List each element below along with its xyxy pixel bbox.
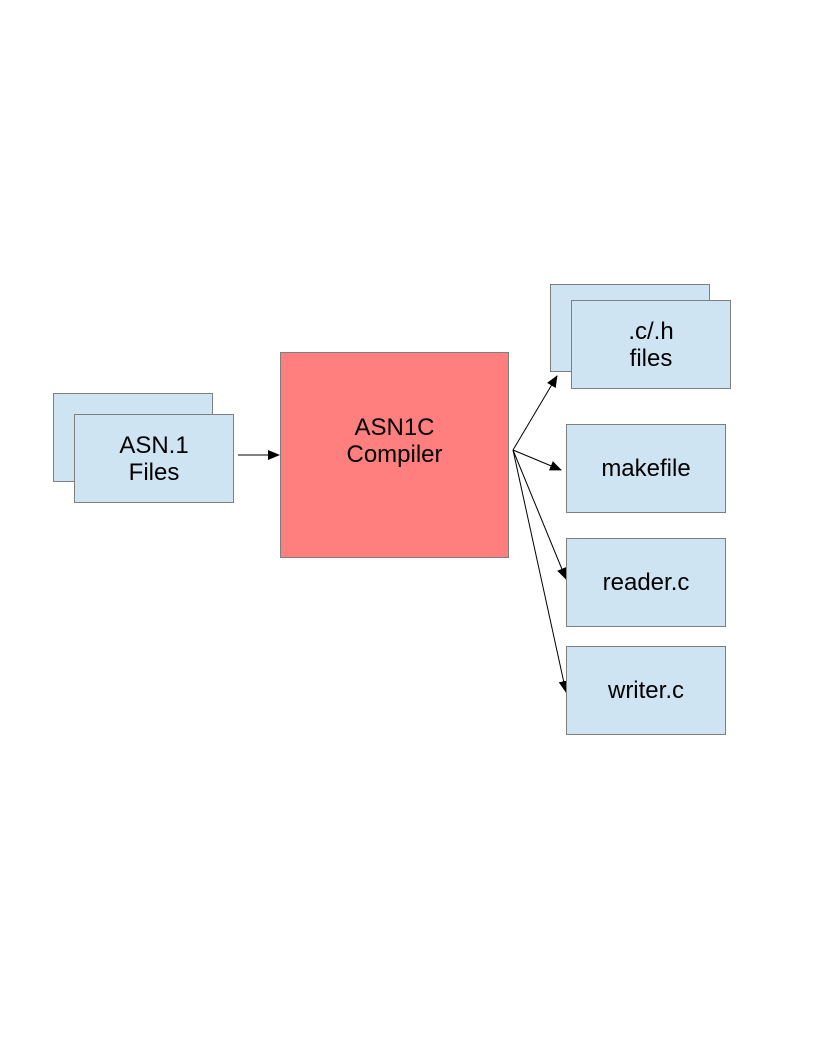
- reader-c-box: reader.c: [566, 538, 726, 627]
- arrow-compiler-to-ch-files: [512, 375, 558, 451]
- ch-files-box: .c/.h files: [571, 300, 731, 389]
- makefile-label: makefile: [601, 455, 691, 482]
- makefile-box: makefile: [566, 424, 726, 513]
- arrow-compiler-to-makefile: [512, 449, 562, 471]
- arrow-compiler-to-reader: [512, 449, 567, 580]
- ch-files-label-line2: files: [629, 344, 673, 372]
- arrow-compiler-to-writer: [512, 449, 569, 693]
- ch-files-label-line1: .c/.h: [628, 317, 674, 345]
- asn1-files-box: ASN.1 Files: [74, 414, 234, 503]
- writer-c-box: writer.c: [566, 646, 726, 735]
- reader-c-label: reader.c: [602, 569, 690, 596]
- asn1c-compiler-box: ASN1C Compiler: [280, 352, 509, 558]
- asn1-files-label-line1: ASN.1: [119, 431, 189, 459]
- compiler-label-line1: ASN1C: [354, 414, 435, 441]
- asn1-files-label-line2: Files: [128, 458, 180, 486]
- writer-c-label: writer.c: [607, 677, 684, 704]
- compiler-label-line2: Compiler: [346, 441, 443, 468]
